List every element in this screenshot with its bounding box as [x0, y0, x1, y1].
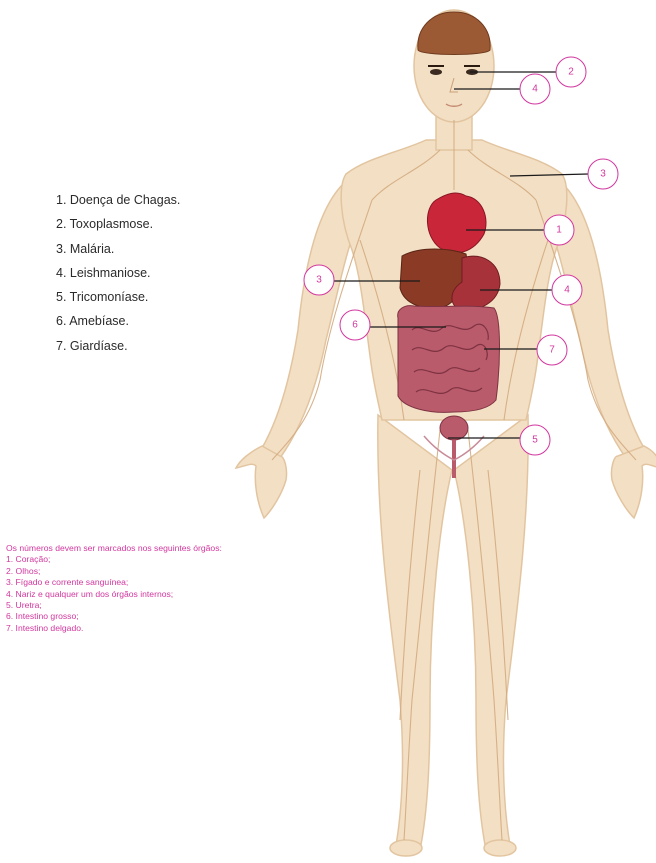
instruction-item: 1. Coração; [6, 554, 366, 565]
disease-item: 1. Doença de Chagas. [56, 188, 180, 212]
callout-label-bloodstream: 3 [600, 169, 606, 180]
callout-label-large-intestine: 6 [352, 320, 358, 331]
instruction-item: 3. Fígado e corrente sanguínea; [6, 577, 366, 588]
instruction-item: 2. Olhos; [6, 566, 366, 577]
instructions: Os números devem ser marcados nos seguin… [6, 543, 366, 634]
callout-label-small-intestine: 7 [549, 345, 555, 356]
callout-label-urethra: 5 [532, 435, 538, 446]
heart [427, 193, 486, 253]
brain [418, 12, 490, 55]
instruction-item: 7. Intestino delgado. [6, 623, 366, 634]
disease-item: 7. Giardíase. [56, 334, 180, 358]
disease-item: 6. Amebíase. [56, 309, 180, 333]
instruction-item: 6. Intestino grosso; [6, 611, 366, 622]
disease-item: 2. Toxoplasmose. [56, 212, 180, 236]
instruction-item: 4. Nariz e qualquer um dos órgãos intern… [6, 589, 366, 600]
callout-label-eyes: 2 [568, 67, 574, 78]
disease-item: 4. Leishmaniose. [56, 261, 180, 285]
intestines [398, 306, 500, 413]
disease-item: 3. Malária. [56, 237, 180, 261]
instructions-heading: Os números devem ser marcados nos seguin… [6, 543, 366, 554]
instruction-item: 5. Uretra; [6, 600, 366, 611]
disease-item: 5. Tricomoníase. [56, 285, 180, 309]
callout-label-internal-organ: 4 [564, 285, 570, 296]
callout-label-nose: 4 [532, 84, 538, 95]
callout-label-heart: 1 [556, 225, 562, 236]
disease-list: 1. Doença de Chagas. 2. Toxoplasmose. 3.… [56, 188, 180, 358]
callout-label-liver: 3 [316, 275, 322, 286]
